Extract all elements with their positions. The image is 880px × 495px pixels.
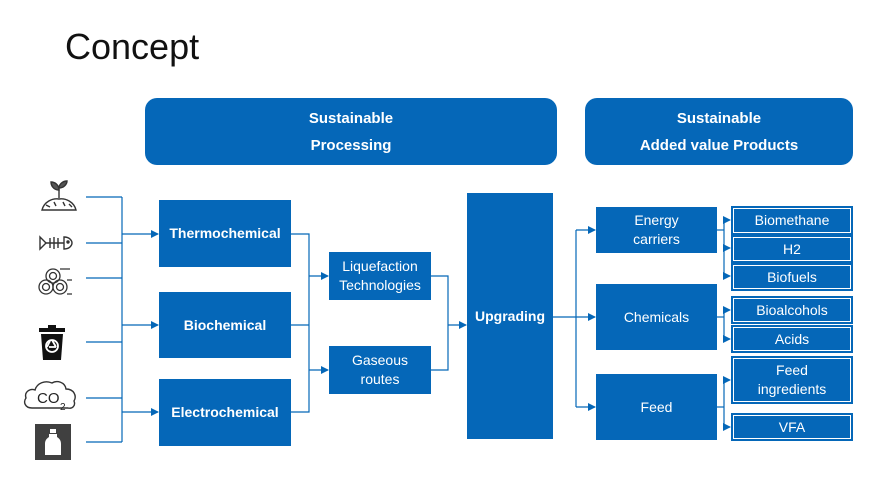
- box-label: Upgrading: [475, 307, 545, 324]
- header-line: Sustainable: [676, 109, 762, 127]
- box-label: Bioalcohols: [734, 299, 850, 321]
- biomass-plant-icon: [41, 180, 77, 211]
- box-biochemical: Biochemical: [159, 292, 291, 358]
- box-label: Electrochemical: [171, 404, 279, 420]
- box-feed: Feed: [596, 374, 717, 440]
- fish-waste-icon: [39, 235, 73, 251]
- co2-cloud-icon: CO 2: [23, 380, 76, 412]
- co2-subscript: 2: [60, 402, 66, 412]
- box-feed-ingredients: Feed ingredients: [731, 356, 853, 404]
- header-sustainable-processing: Sustainable Processing: [145, 98, 557, 165]
- process-bus: [291, 233, 310, 413]
- box-label: routes: [360, 371, 400, 387]
- box-acids: Acids: [731, 325, 853, 353]
- box-biomethane: Biomethane: [731, 206, 853, 235]
- box-biofuels: Biofuels: [731, 263, 853, 291]
- wood-logs-icon: [38, 268, 72, 295]
- box-label: Thermochemical: [169, 225, 281, 241]
- box-label: H2: [734, 238, 850, 260]
- box-label: ingredients: [757, 381, 827, 397]
- box-label: Liquefaction: [342, 258, 418, 274]
- recycling-bin-icon: [39, 325, 65, 360]
- box-label: Gaseous: [351, 352, 409, 368]
- box-label: carriers: [633, 231, 680, 247]
- box-electrochemical: Electrochemical: [159, 379, 291, 446]
- box-energy-carriers: Energy carriers: [596, 207, 717, 253]
- box-gaseous-routes: Gaseous routes: [329, 346, 431, 394]
- header-line: Sustainable: [308, 109, 394, 127]
- box-vfa: VFA: [731, 413, 853, 441]
- box-upgrading: Upgrading: [467, 193, 553, 439]
- box-liquefaction-technologies: Liquefaction Technologies: [329, 252, 431, 300]
- co2-text: CO: [37, 390, 60, 407]
- box-label: Feed: [640, 398, 673, 415]
- box-label: Energy: [634, 212, 679, 228]
- box-label-group: Feed ingredients: [734, 359, 850, 401]
- box-label: Biochemical: [183, 316, 267, 333]
- header-line: Processing: [310, 136, 392, 154]
- box-label: Technologies: [339, 277, 421, 293]
- box-h2: H2: [731, 235, 853, 263]
- intermediate-bus: [431, 275, 449, 371]
- box-label: Biomethane: [734, 209, 850, 232]
- header-line: Added value Products: [639, 136, 799, 154]
- box-label: VFA: [734, 416, 850, 438]
- header-sustainable-products: Sustainable Added value Products: [585, 98, 853, 165]
- box-bioalcohols: Bioalcohols: [731, 296, 853, 324]
- box-label: Acids: [734, 328, 850, 350]
- box-label: Biofuels: [734, 266, 850, 288]
- box-label: Chemicals: [623, 308, 690, 325]
- page-title: Concept: [65, 26, 200, 67]
- bottle-icon: [35, 424, 71, 460]
- box-label: Feed: [776, 362, 808, 378]
- box-chemicals: Chemicals: [596, 284, 717, 350]
- box-thermochemical: Thermochemical: [159, 200, 291, 267]
